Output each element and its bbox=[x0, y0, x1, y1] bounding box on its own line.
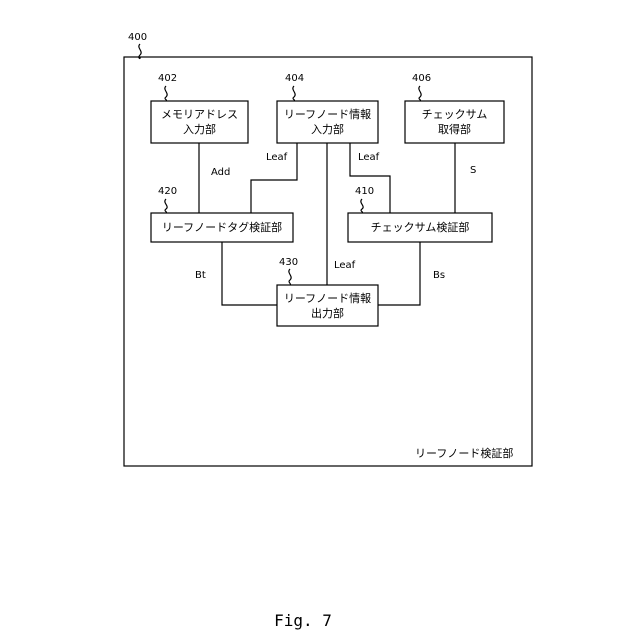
ref-402: 402 bbox=[158, 73, 177, 84]
signal-leaf-left: Leaf bbox=[266, 152, 288, 163]
signal-s: S bbox=[470, 165, 476, 176]
checksum-acquisition-line1: チェックサム bbox=[422, 108, 488, 121]
leaf-node-info-input-line2: 入力部 bbox=[311, 122, 344, 136]
ref-430: 430 bbox=[279, 257, 298, 268]
leaf-node-tag-verifier-label: リーフノードタグ検証部 bbox=[162, 220, 282, 234]
signal-bt: Bt bbox=[195, 270, 206, 281]
ref-400-leader bbox=[139, 44, 141, 58]
checksum-acquisition-line2: 取得部 bbox=[438, 122, 471, 136]
leaf-node-info-input-line1: リーフノード情報 bbox=[284, 108, 371, 121]
signal-leaf-right: Leaf bbox=[358, 152, 380, 163]
ref-410: 410 bbox=[355, 186, 374, 197]
checksum-verifier-label: チェックサム検証部 bbox=[371, 220, 470, 234]
outer-frame-label: リーフノード検証部 bbox=[415, 446, 513, 460]
ref-406: 406 bbox=[412, 73, 431, 84]
ref-420: 420 bbox=[158, 186, 177, 197]
ref-400: 400 bbox=[128, 32, 147, 43]
signal-bs: Bs bbox=[433, 270, 445, 281]
signal-add: Add bbox=[211, 167, 230, 178]
signal-leaf-center: Leaf bbox=[334, 260, 356, 271]
leaf-node-info-output-line2: 出力部 bbox=[311, 306, 344, 320]
leaf-node-info-output-line1: リーフノード情報 bbox=[284, 292, 371, 305]
ref-404: 404 bbox=[285, 73, 304, 84]
figure-caption: Fig. 7 bbox=[274, 611, 332, 630]
memory-address-input-line1: メモリアドレス bbox=[161, 108, 238, 121]
memory-address-input-line2: 入力部 bbox=[183, 122, 216, 136]
